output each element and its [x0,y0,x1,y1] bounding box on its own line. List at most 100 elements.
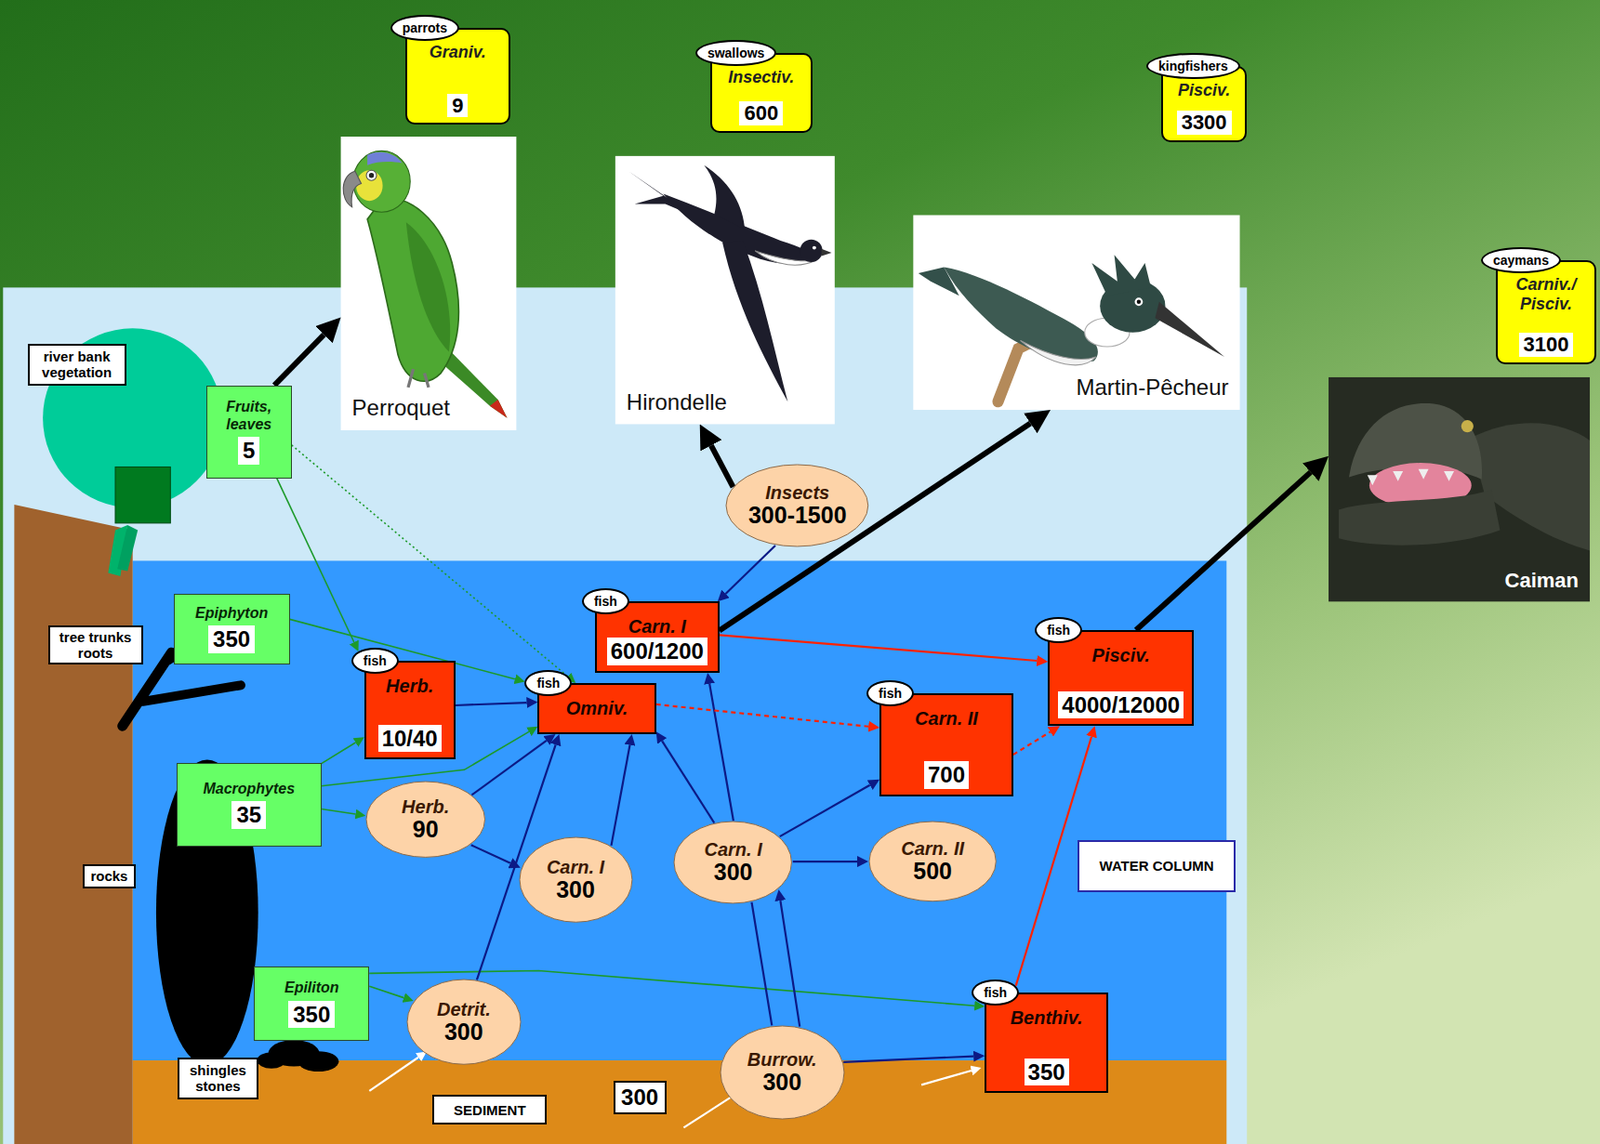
parrot-illustration-part [367,152,402,166]
caiman-illustration-part [1338,489,1500,546]
count-value: 350 [1024,1058,1070,1087]
invertebrate-ellipse: Carn. I300 [673,820,793,905]
invertebrate-ellipse: Carn. II500 [868,820,997,903]
swallow-illustration-part [812,246,817,251]
node-title: Herb. [385,675,434,698]
node-title: Pisciv. [1177,80,1230,101]
node-title: Detrit. [436,999,491,1020]
animal-picture: Perroquet [341,136,517,431]
rocks-part [257,1052,287,1070]
caiman-illustration-part [1367,469,1455,487]
node-title: Carn. I [546,857,605,878]
count-value: 9 [447,93,468,118]
picture-caption: Martin-Pêcheur [1075,374,1229,401]
flow-arrow [321,742,357,765]
tag-label: fish [866,680,914,707]
swallow-illustration-part [800,239,823,263]
node-title: Carn. II [914,708,979,730]
flow-arrow [780,900,800,1028]
ellipse-fill [726,464,869,547]
count-value: 4000/12000 [1057,691,1184,720]
count-value: 300 [714,859,754,886]
kingfisher-illustration-part [1091,254,1151,296]
node-title: Benthiv. [1010,1007,1084,1030]
count-value: 35 [231,801,266,830]
caiman-illustration [1328,377,1590,602]
count-value: 300 [444,1019,484,1046]
parrot-illustration-part [406,222,450,352]
kingfisher-illustration-part [1154,302,1225,358]
tree-part [115,466,171,523]
place-label: rocks [82,864,136,888]
picture-caption: Caiman [1505,568,1579,593]
rocks [156,759,339,1072]
node-title: Fruits, leaves [212,398,286,434]
count-value: 700 [924,761,969,790]
place-label: 300 [613,1081,667,1115]
parrot-illustration [341,136,517,431]
parrot-illustration-part [408,369,429,388]
kingfisher-illustration-part [912,214,1240,410]
kingfisher-illustration [912,214,1240,410]
count-value: 350 [208,625,255,654]
invertebrate-ellipse: Herb.90 [365,780,487,859]
rocks-part [297,1051,339,1072]
swallow-illustration-part [722,240,788,402]
node-title: Omniv. [566,698,629,720]
tag-label: parrots [390,14,460,41]
node-title: Insects [765,482,830,503]
producer-box: Epiphyton350 [173,594,291,666]
place-label: WATER COLUMN [1077,840,1236,893]
river-bank [13,504,133,1144]
count-value: 300-1500 [748,502,847,529]
flow-arrow [656,704,869,728]
place-label: tree trunks roots [48,625,144,666]
count-value: 90 [412,817,439,844]
node-title: Carn. I [703,839,762,860]
kingfisher-illustration-part [1020,340,1097,365]
ellipse-fill [519,837,633,923]
count-value: 300 [555,877,596,904]
count-value: 3100 [1519,332,1574,357]
flow-arrow [843,1057,974,1063]
animal-picture: Martin-Pêcheur [912,214,1240,410]
animal-picture: Hirondelle [615,156,835,425]
flow-arrow [1136,472,1311,631]
producer-box: Fruits, leaves5 [206,385,292,479]
input-arrows-part [921,1071,972,1085]
guild-box: swallowsInsectiv.600 [710,52,813,133]
invertebrate-ellipse: Burrow.300 [719,1025,846,1121]
box-label: rocks [90,868,128,885]
box-label: river bank vegetation [34,348,120,382]
parrot-illustration-part [369,172,374,178]
parrot-illustration-part [367,198,459,382]
tag-label: fish [351,647,399,675]
picture-caption: Hirondelle [626,389,728,416]
fish-box: fishCarn. II700 [879,693,1014,797]
parrot-illustration-part [366,170,377,181]
flow-arrow [725,545,776,595]
node-title: Carn. II [900,838,965,860]
count-value: 300 [762,1070,802,1097]
node-title: Pisciv. [1092,645,1151,667]
count-value: 500 [912,859,953,886]
tag-label: caymans [1480,247,1561,274]
fish-box: fishBenthiv.350 [984,992,1109,1095]
node-title: Carn. I [628,616,687,638]
parrot-illustration-part [489,399,508,419]
flow-arrow [321,809,357,815]
flow-arrow [471,845,511,863]
input-arrows-part [683,1096,733,1128]
parrot-illustration-part [341,136,517,431]
count-value: 600/1200 [607,637,708,666]
tag-label: swallows [695,39,777,67]
invertebrate-ellipse: Carn. I300 [518,836,634,924]
count-value: 10/40 [378,725,442,754]
node-title: Burrow. [747,1049,818,1071]
swallow-illustration-part [615,156,835,425]
kingfisher-illustration-part [943,266,1098,362]
ellipse-fill [674,821,792,904]
